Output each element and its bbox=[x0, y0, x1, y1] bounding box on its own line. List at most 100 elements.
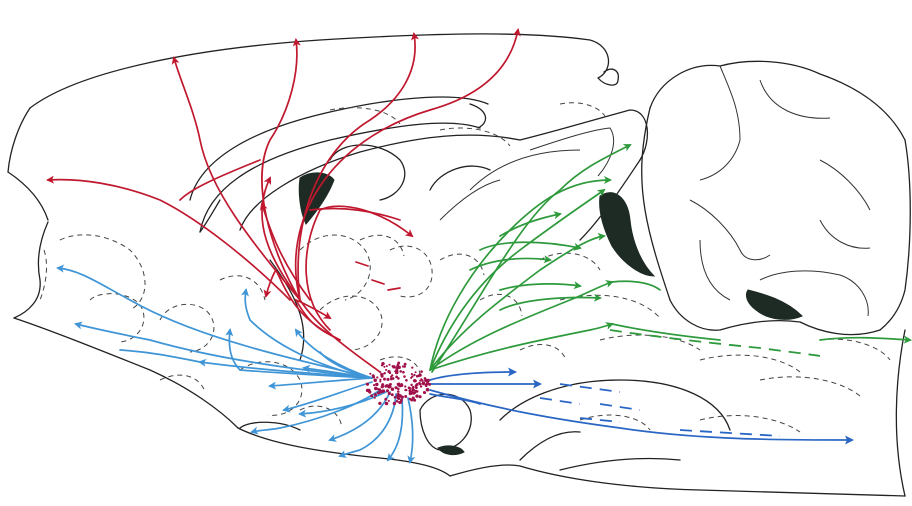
nucleus-dot bbox=[388, 364, 390, 366]
nucleus-dot bbox=[384, 385, 387, 388]
nucleus-dot bbox=[416, 383, 419, 386]
nucleus-dot bbox=[393, 402, 396, 405]
nucleus-dot bbox=[373, 384, 375, 386]
nucleus-dot bbox=[416, 390, 418, 392]
nucleus-dot bbox=[409, 387, 411, 389]
blue-projections bbox=[58, 268, 413, 462]
fourth-ventricle-lower bbox=[746, 290, 802, 319]
nucleus-dot bbox=[415, 386, 418, 389]
nucleus-dot bbox=[412, 386, 415, 389]
nucleus-dot bbox=[401, 383, 403, 385]
ventricles bbox=[299, 173, 802, 455]
nucleus-dot bbox=[374, 397, 376, 399]
nucleus-dot bbox=[409, 398, 411, 400]
nucleus-dot bbox=[375, 383, 378, 386]
nucleus-dot bbox=[394, 370, 396, 372]
aqueduct bbox=[438, 446, 464, 455]
nucleus-dot bbox=[376, 376, 378, 378]
nucleus-dot bbox=[383, 366, 385, 368]
nucleus-dot bbox=[381, 375, 384, 378]
nucleus-dot bbox=[369, 373, 371, 375]
nucleus-dot bbox=[415, 394, 418, 397]
nucleus-dot bbox=[379, 380, 381, 382]
nucleus-dot bbox=[391, 374, 393, 376]
nucleus-dot bbox=[404, 395, 407, 398]
nucleus-dot bbox=[419, 395, 422, 398]
red-projections bbox=[48, 30, 518, 372]
nucleus-dot bbox=[379, 371, 381, 373]
nucleus-dot bbox=[387, 370, 390, 373]
nucleus-dot bbox=[388, 400, 390, 402]
nucleus-dot bbox=[386, 389, 389, 392]
nucleus-dot bbox=[415, 371, 417, 373]
nucleus-dot bbox=[411, 366, 413, 368]
nucleus-dot bbox=[409, 391, 412, 394]
nucleus-dot bbox=[402, 371, 405, 374]
nucleus-dot bbox=[398, 382, 401, 385]
nucleus-dot bbox=[413, 374, 415, 376]
nucleus-dot bbox=[391, 393, 394, 396]
nucleus-dot bbox=[372, 374, 375, 377]
nucleus-dot bbox=[391, 388, 394, 391]
nucleus-dot bbox=[384, 398, 387, 401]
nucleus-dot bbox=[398, 401, 401, 404]
nucleus-dot bbox=[394, 396, 397, 399]
nucleus-dot bbox=[411, 375, 413, 377]
nucleus-dot bbox=[383, 372, 385, 374]
nucleus-dot bbox=[399, 370, 402, 373]
nucleus-dot bbox=[410, 384, 412, 386]
nucleus-dot bbox=[392, 365, 396, 369]
nucleus-dot bbox=[420, 385, 422, 387]
nucleus-dot bbox=[378, 402, 381, 405]
nucleus-dot bbox=[386, 378, 389, 381]
nucleus-dot bbox=[424, 392, 426, 394]
nucleus-dot bbox=[404, 385, 406, 387]
nucleus-dot bbox=[374, 393, 377, 396]
nucleus-dot bbox=[413, 379, 416, 382]
nucleus-dot bbox=[370, 394, 373, 397]
dark-blue-projections bbox=[430, 372, 852, 440]
brain-outline bbox=[8, 34, 910, 496]
nucleus-dot bbox=[398, 366, 401, 369]
nucleus-dot bbox=[368, 389, 370, 391]
nucleus-dot bbox=[385, 369, 387, 371]
green-projections bbox=[430, 145, 910, 372]
nucleus-dot bbox=[405, 379, 408, 382]
fourth-ventricle bbox=[600, 193, 654, 276]
nucleus-dot bbox=[404, 389, 407, 392]
nucleus-dot bbox=[426, 388, 430, 392]
nucleus-dot bbox=[390, 378, 393, 381]
nucleus-dot bbox=[428, 383, 431, 386]
nucleus-dot bbox=[402, 365, 404, 367]
nucleus-dot bbox=[383, 378, 386, 381]
nucleus-dot bbox=[413, 399, 416, 402]
nucleus-dot bbox=[397, 362, 400, 365]
nucleus-dot bbox=[420, 378, 422, 380]
nucleus-dot bbox=[385, 402, 389, 406]
nucleus-dot bbox=[397, 388, 400, 391]
nucleus-dot bbox=[374, 387, 377, 390]
nucleus-dot bbox=[381, 362, 384, 365]
nucleus-dot bbox=[388, 385, 392, 389]
nucleus-dot bbox=[426, 379, 428, 381]
nucleus-dot bbox=[396, 400, 399, 403]
nucleus-dot bbox=[381, 385, 384, 388]
nucleus-dot bbox=[396, 395, 399, 398]
nucleus-dot bbox=[386, 365, 388, 367]
nucleus-dot bbox=[397, 390, 400, 393]
nucleus-dot bbox=[400, 399, 403, 402]
nucleus-dot bbox=[368, 391, 371, 394]
nucleus-dot bbox=[403, 375, 406, 378]
nucleus-dot bbox=[422, 383, 424, 385]
nucleus-dot bbox=[419, 383, 422, 386]
nucleus-dot bbox=[425, 384, 428, 387]
region-boundaries bbox=[40, 103, 890, 432]
nucleus-dot bbox=[366, 383, 369, 386]
nucleus-dot bbox=[418, 373, 421, 376]
nucleus-dot bbox=[411, 373, 413, 375]
nucleus-dot bbox=[397, 377, 400, 380]
nucleus-dot bbox=[379, 390, 382, 393]
nucleus-dot bbox=[404, 363, 407, 366]
